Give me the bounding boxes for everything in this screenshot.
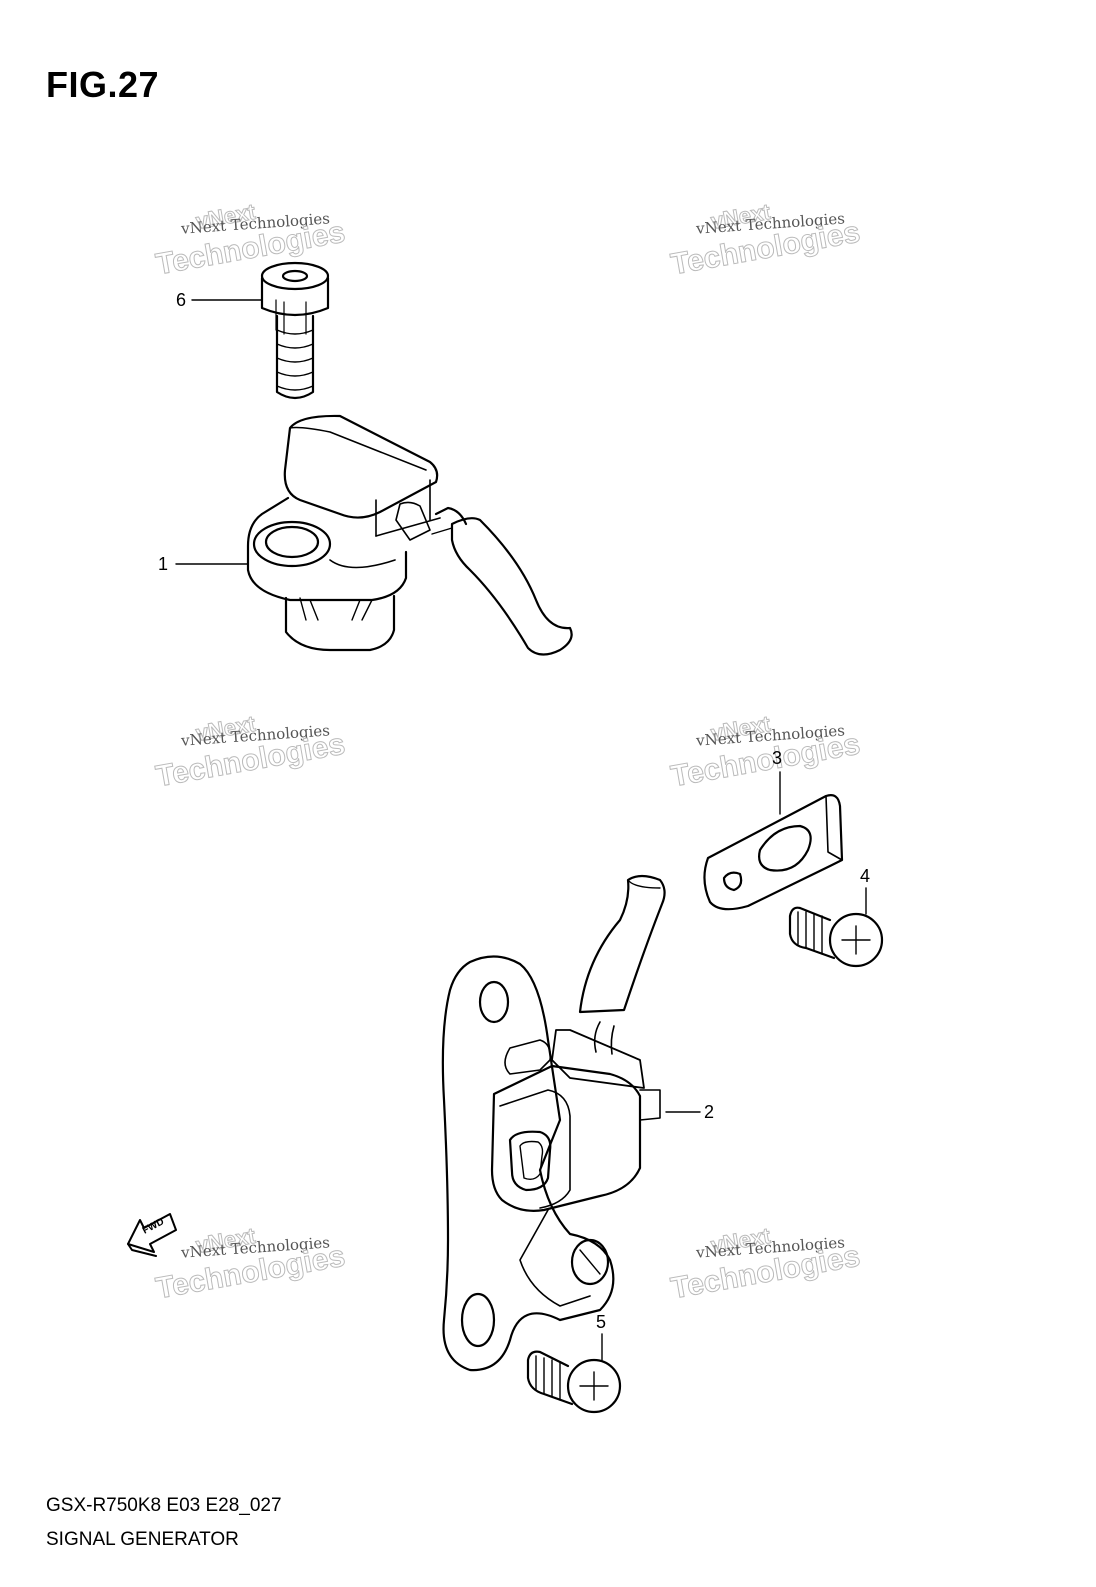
- fwd-arrow-icon: [127, 1213, 177, 1257]
- part-5-screw[interactable]: [526, 1333, 622, 1414]
- part-3-holder[interactable]: [703, 771, 844, 911]
- section-title: SIGNAL GENERATOR: [46, 1529, 239, 1550]
- callout-1[interactable]: 1: [158, 554, 169, 574]
- callout-6[interactable]: 6: [176, 290, 187, 310]
- part-4-screw[interactable]: [788, 887, 884, 968]
- callout-4[interactable]: 4: [860, 866, 871, 886]
- part-1-signal-generator[interactable]: [175, 414, 573, 656]
- callout-5[interactable]: 5: [596, 1312, 607, 1332]
- callout-2[interactable]: 2: [704, 1102, 715, 1122]
- callout-3[interactable]: 3: [772, 748, 783, 768]
- model-code: GSX-R750K8 E03 E28_027: [46, 1495, 282, 1516]
- part-2-sensor-bracket[interactable]: [441, 874, 701, 1372]
- part-6-bolt[interactable]: [191, 261, 330, 400]
- figure-title: FIG.27: [46, 64, 160, 105]
